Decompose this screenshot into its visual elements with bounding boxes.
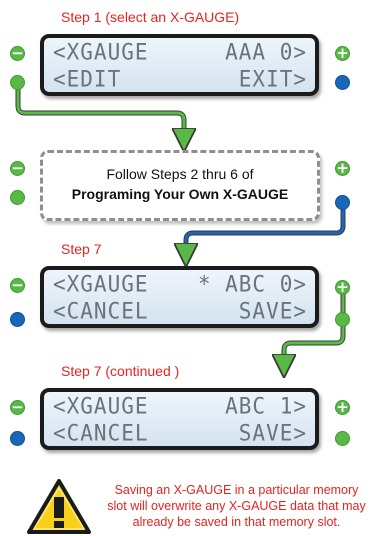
left-action-button[interactable] <box>10 312 25 327</box>
plus-button[interactable]: + <box>335 161 350 176</box>
left-action-button[interactable] <box>10 190 25 205</box>
plus-button[interactable]: + <box>335 280 350 295</box>
plus-icon: + <box>336 278 349 296</box>
warning-icon <box>27 479 91 534</box>
lcd-cancel-option: <CANCEL <box>53 298 149 324</box>
connector-info-to-step7 <box>186 202 346 255</box>
instruction-box: Follow Steps 2 thru 6 of Programing Your… <box>40 150 320 221</box>
lcd-xgauge-option: <XGAUGE <box>53 393 149 419</box>
lcd-save-option: SAVE> <box>238 420 307 446</box>
lcd-save-option: SAVE> <box>238 298 307 324</box>
lcd-gauge-slot: AAA 0> <box>225 39 307 65</box>
lcd-gauge-slot: ABC 1> <box>225 393 307 419</box>
lcd-line-2: <EDIT EXIT> <box>53 65 307 92</box>
lcd-screen-step1: <XGAUGE AAA 0> <EDIT EXIT> <box>40 34 319 96</box>
instruction-line-1: Follow Steps 2 thru 6 of <box>106 166 254 182</box>
lcd-screen-step7: <XGAUGE * ABC 0> <CANCEL SAVE> <box>40 266 319 328</box>
lcd-xgauge-option: <XGAUGE <box>53 39 149 65</box>
warning-message: Saving an X-GAUGE in a particular memory… <box>107 483 366 529</box>
minus-button[interactable]: − <box>10 400 25 415</box>
lcd-gauge-slot: * ABC 0> <box>197 271 307 297</box>
plus-button[interactable]: + <box>335 400 350 415</box>
minus-button[interactable]: − <box>10 278 25 293</box>
instruction-line-2: Programing Your Own X-GAUGE <box>71 186 289 202</box>
left-action-button[interactable] <box>10 75 25 90</box>
lcd-edit-option: <EDIT <box>53 66 122 92</box>
minus-icon: − <box>11 159 24 177</box>
minus-button[interactable]: − <box>10 161 25 176</box>
left-action-button[interactable] <box>10 431 25 446</box>
right-action-button[interactable] <box>335 431 350 446</box>
lcd-line-1: <XGAUGE AAA 0> <box>53 38 307 65</box>
minus-icon: − <box>11 398 24 416</box>
lcd-xgauge-option: <XGAUGE <box>53 271 149 297</box>
lcd-cancel-option: <CANCEL <box>53 420 149 446</box>
plus-icon: + <box>336 159 349 177</box>
step7-label: Step 7 <box>61 241 102 257</box>
lcd-line-1: <XGAUGE ABC 1> <box>53 392 307 419</box>
lcd-exit-option: EXIT> <box>238 66 307 92</box>
right-action-button[interactable] <box>335 75 350 90</box>
step1-label: Step 1 (select an X-GAUGE) <box>61 9 240 25</box>
plus-icon: + <box>336 398 349 416</box>
step7-continued-label: Step 7 (continued ) <box>61 363 180 379</box>
lcd-line-1: <XGAUGE * ABC 0> <box>53 270 307 297</box>
lcd-screen-step7-continued: <XGAUGE ABC 1> <CANCEL SAVE> <box>40 388 319 450</box>
lcd-line-2: <CANCEL SAVE> <box>53 419 307 446</box>
lcd-line-2: <CANCEL SAVE> <box>53 297 307 324</box>
connector-step1-to-info <box>15 88 184 140</box>
right-action-button[interactable] <box>335 195 350 210</box>
plus-button[interactable]: + <box>335 46 350 61</box>
minus-icon: − <box>11 44 24 62</box>
plus-icon: + <box>336 44 349 62</box>
minus-button[interactable]: − <box>10 46 25 61</box>
connector-step7-to-continued <box>284 287 346 366</box>
minus-icon: − <box>11 276 24 294</box>
right-action-button[interactable] <box>335 312 350 327</box>
